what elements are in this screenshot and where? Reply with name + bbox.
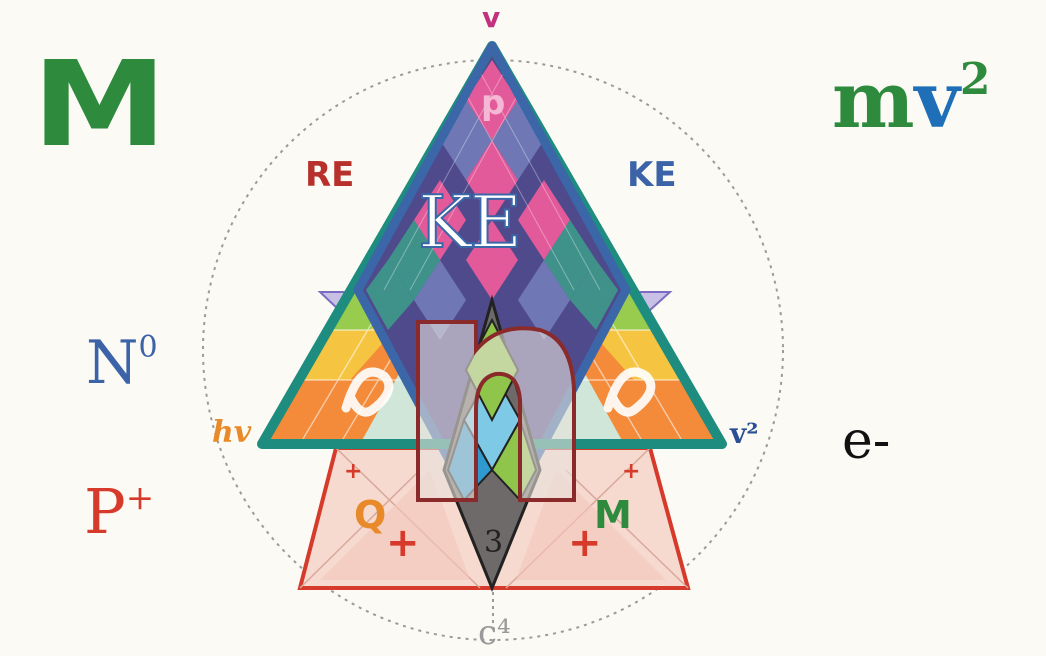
label-N: N [86, 328, 139, 398]
label-P-letter: P [84, 475, 126, 548]
label-P: P+ [84, 481, 154, 543]
side-glyphs [341, 367, 656, 417]
svg-text:+: + [622, 459, 640, 484]
svg-text:+: + [386, 520, 420, 566]
label-e: e- [842, 411, 891, 471]
svg-text:+: + [344, 459, 362, 484]
label-N0: N0 [86, 330, 158, 394]
label-KE-side: KE [627, 155, 677, 195]
label-three: 3 [484, 525, 504, 560]
label-hv: hv [212, 415, 252, 450]
label-mv2: mv2 [832, 58, 991, 140]
label-KE-center: KE [417, 180, 523, 264]
label-p-top: p [481, 83, 506, 123]
dotted-circle [202, 59, 784, 641]
label-Q: Q [354, 493, 387, 537]
label-mv2-m: m [832, 55, 915, 146]
label-v-top: v [482, 1, 501, 34]
large-n-glyph [416, 320, 576, 502]
plus-signs: + + + + [344, 459, 640, 566]
label-mv2-v: v [914, 55, 960, 146]
label-P-sup: + [125, 478, 155, 518]
label-RE: RE [305, 155, 355, 195]
label-mv2-exp: 2 [959, 54, 991, 105]
label-M: M [32, 35, 168, 173]
label-v2: v² [730, 417, 759, 450]
label-N-sup: 0 [138, 330, 158, 365]
label-c4: c⁴ [478, 613, 511, 653]
svg-text:+: + [568, 520, 602, 566]
label-M-small: M [594, 493, 632, 537]
